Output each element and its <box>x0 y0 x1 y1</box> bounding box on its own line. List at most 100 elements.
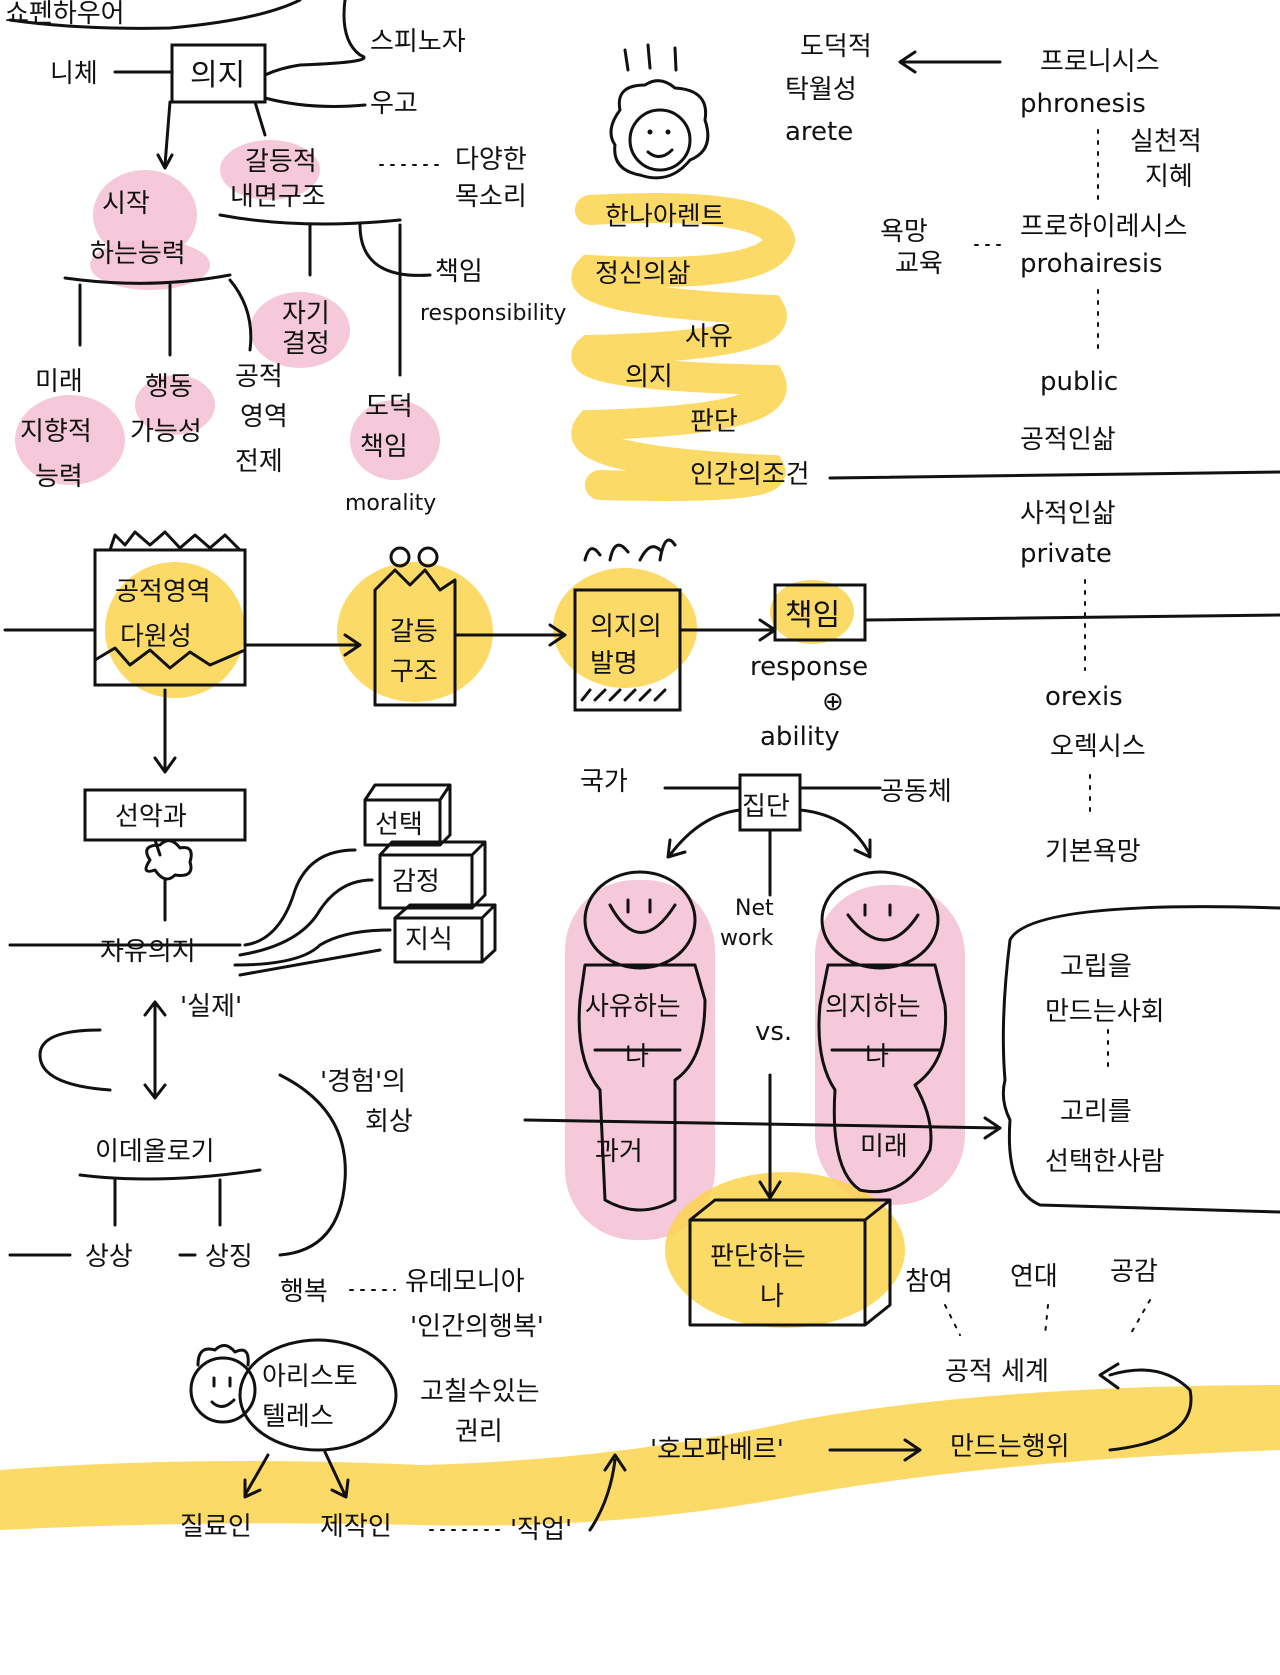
network-2: work <box>720 926 773 951</box>
state-label: 국가 <box>580 767 628 797</box>
symbol-label: 상징 <box>205 1242 253 1272</box>
desire-2: 교육 <box>895 249 943 279</box>
arrow-group-right <box>800 810 870 857</box>
dashes-to-public-world <box>945 1300 1150 1335</box>
ability-label: ability <box>760 722 840 752</box>
thinking-me-2: 나 <box>625 1042 649 1072</box>
voices-label-2: 목소리 <box>455 182 527 212</box>
invention-hatch <box>582 690 665 700</box>
arendt-face <box>630 110 690 170</box>
highlights <box>0 140 1280 1530</box>
response-label: response <box>750 652 868 682</box>
human-happiness-label: '인간의행복' <box>410 1312 544 1342</box>
choice-label: 선택 <box>375 810 423 840</box>
participation-label: 참여 <box>905 1267 953 1297</box>
orexis-label: orexis <box>1045 682 1123 712</box>
experience-2: 회상 <box>365 1107 413 1137</box>
terms-section: 도덕적 탁월성 arete 프로니시스 phronesis 실천적 지혜 욕망 … <box>785 32 1202 867</box>
public-life-label: 공적인삶 <box>1020 425 1116 455</box>
brace-ideology <box>80 1170 260 1179</box>
eudaimonia-label: 유데모니아 <box>405 1267 525 1297</box>
knowledge-label: 지식 <box>405 925 453 955</box>
arendt-eye-r <box>666 130 671 135</box>
apple-flower <box>146 840 191 879</box>
will-label: 의지 <box>190 58 245 93</box>
glasses-l <box>391 548 409 566</box>
invention-2: 발명 <box>590 649 638 679</box>
action-label-1: 행동 <box>145 372 193 402</box>
public-label-2: 영역 <box>240 402 288 432</box>
empathy-label: 공감 <box>1110 1257 1158 1287</box>
augustine-label: 우고 <box>370 89 418 119</box>
arrow-group-left <box>668 810 740 857</box>
conflict-inner-2: 내면구조 <box>230 182 326 212</box>
aristotle-2: 텔레스 <box>262 1402 334 1432</box>
human-condition-label: 인간의조건 <box>690 460 810 490</box>
isolation-2: 만드는사회 <box>1045 997 1165 1027</box>
public-private-divider <box>830 472 1280 478</box>
making-label: 만드는행위 <box>950 1432 1070 1462</box>
arrow-knowledge <box>235 930 390 965</box>
work-label: '작업' <box>510 1515 572 1545</box>
nietzsche-label: 니체 <box>50 59 98 89</box>
plurality-crown <box>110 532 240 550</box>
begin-label-1: 시작 <box>102 189 150 219</box>
past-label: 과거 <box>595 1137 643 1167</box>
prohairesis-en: prohairesis <box>1020 249 1163 279</box>
thinking-label: 사유 <box>685 322 733 352</box>
willing-me-1: 의지하는 <box>825 992 921 1022</box>
reality-double-arrow <box>145 1002 165 1098</box>
emotion-label: 감정 <box>392 867 440 897</box>
spinoza-label: 스피노자 <box>370 27 466 57</box>
homo-label: '호모파베르' <box>650 1435 784 1465</box>
right-2: 권리 <box>455 1417 503 1447</box>
conflict-1: 갈등 <box>390 617 438 647</box>
will-section: 쇼펜하우어 니체 의지 스피노자 우고 갈등적 내면구조 다양한 목소리 책임 … <box>5 0 566 516</box>
private-label: private <box>1020 539 1112 569</box>
plus-label: ⊕ <box>822 687 844 717</box>
mind-life-label: 정신의삶 <box>595 259 691 289</box>
virtue-2: 탁월성 <box>785 75 857 105</box>
action-label-2: 가능성 <box>130 417 202 447</box>
resp-label: 책임 <box>785 598 840 633</box>
right-1: 고칠수있는 <box>420 1377 540 1407</box>
group-label: 집단 <box>742 792 790 822</box>
voices-label: 다양한 <box>455 145 527 175</box>
self-label-2: 결정 <box>282 329 330 359</box>
aristotle-1: 아리스토 <box>262 1362 358 1392</box>
lonely-1: 고리를 <box>1060 1097 1132 1127</box>
moral-label-1: 도덕 <box>365 392 413 422</box>
practical-1: 실천적 <box>1130 127 1202 157</box>
judging-label: 판단 <box>690 407 738 437</box>
conflict-inner-1: 갈등적 <box>245 147 317 177</box>
begin-label-2: 하는능력 <box>90 239 186 269</box>
public-label-1: 공적 <box>235 362 283 392</box>
future-label-3: 능력 <box>35 462 83 492</box>
curve-spinoza <box>265 0 364 75</box>
arrow-begin <box>165 102 170 165</box>
future-label: 미래 <box>860 1132 908 1162</box>
arrow-virtue <box>900 52 1000 72</box>
thinking-me-1: 사유하는 <box>585 992 681 1022</box>
vs-label: vs. <box>755 1017 792 1047</box>
public-label-3: 전제 <box>235 447 283 477</box>
arendt-smile <box>648 150 672 157</box>
moral-label-2: 책임 <box>360 432 408 462</box>
arrow-to-goodevil <box>155 690 175 772</box>
arrow-public <box>230 280 251 350</box>
invention-1: 의지의 <box>590 612 662 642</box>
community-label: 공동체 <box>880 777 952 807</box>
willing-me-2: 나 <box>865 1042 889 1072</box>
aristotle-features <box>212 1378 234 1407</box>
loop-right <box>280 1075 345 1255</box>
future-label-1: 미래 <box>35 367 83 397</box>
goodevil-label: 선악과 <box>115 802 187 832</box>
isolation-1: 고립을 <box>1060 952 1132 982</box>
plurality-1: 공적영역 <box>115 577 211 607</box>
spark-marks <box>625 45 676 70</box>
brace-conflict <box>220 215 400 224</box>
solidarity-label: 연대 <box>1010 1262 1058 1292</box>
phronesis-label: phronesis <box>1020 89 1146 119</box>
schopenhauer-label: 쇼펜하우어 <box>5 0 125 29</box>
